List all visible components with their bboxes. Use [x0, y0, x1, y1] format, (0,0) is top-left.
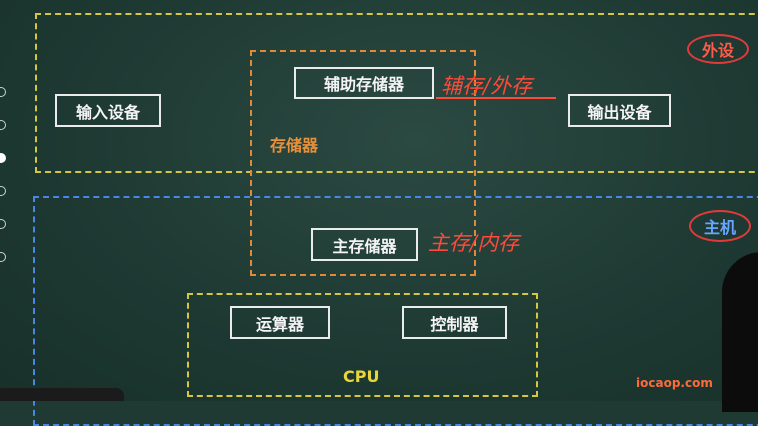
presenter-silhouette: [722, 252, 758, 412]
control-unit-box: 控制器: [402, 306, 507, 339]
slide-nav-dot[interactable]: [0, 252, 6, 262]
main-storage-box: 主存储器: [311, 228, 418, 261]
storage-label: 存储器: [270, 136, 319, 155]
watermark: iocaop.com: [636, 376, 713, 390]
alu-box: 运算器: [230, 306, 330, 339]
auxiliary-storage-box: 辅助存储器: [294, 67, 434, 99]
slide-nav-dot[interactable]: [0, 120, 6, 130]
video-control-bar[interactable]: [0, 388, 124, 401]
cpu-region: [187, 293, 538, 397]
main-storage-annotation: 主存/内存: [428, 231, 520, 255]
slide-nav-dot-active[interactable]: [0, 153, 6, 163]
input-device-box: 输入设备: [55, 94, 161, 127]
slide-nav-dot[interactable]: [0, 186, 6, 196]
annotation-underline: [436, 97, 556, 99]
output-device-box: 输出设备: [568, 94, 671, 127]
cpu-label: CPU: [343, 367, 380, 386]
peripherals-region: [35, 13, 758, 173]
storage-region: [250, 50, 476, 276]
aux-storage-annotation: 辅存/外存: [441, 74, 533, 98]
host-tag: 主机: [689, 210, 751, 242]
peripherals-tag: 外设: [687, 34, 749, 64]
slide-nav-dot[interactable]: [0, 219, 6, 229]
slide-nav-dot[interactable]: [0, 87, 6, 97]
